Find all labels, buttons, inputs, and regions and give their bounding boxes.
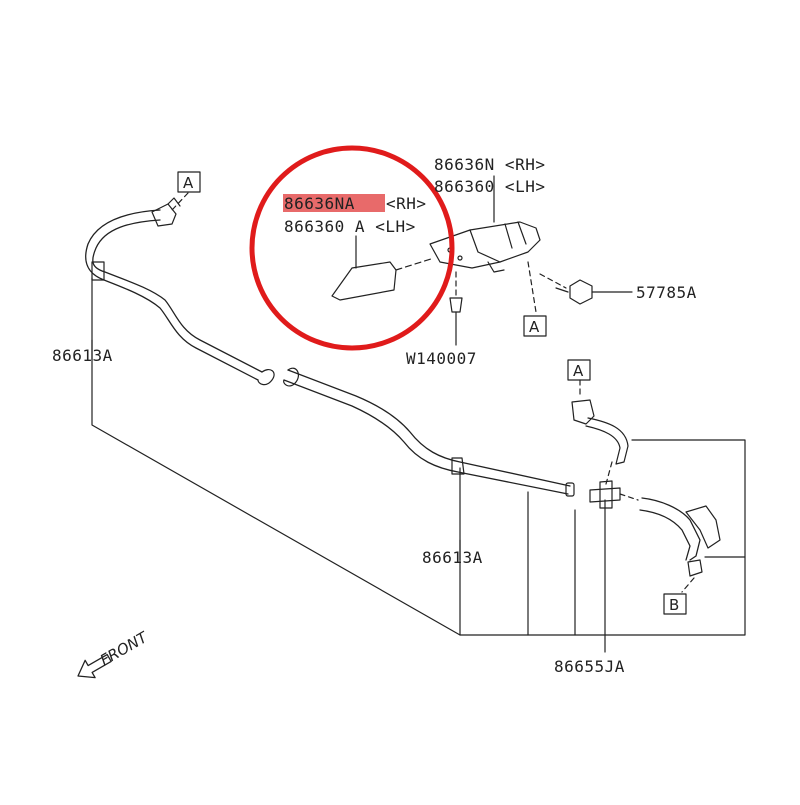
hose-joint-label: 86655JA	[554, 657, 625, 676]
nozzle-lh-label: 866360 <LH>	[434, 177, 545, 196]
connector-a-mid: A	[529, 318, 540, 336]
connector-b-right: B	[669, 596, 679, 614]
connector-a-top-left: A	[183, 174, 194, 192]
cap-rh-number: 86636NA	[284, 194, 355, 213]
bolt-label: 57785A	[636, 283, 697, 302]
connector-upper-left	[151, 171, 201, 227]
hose-tee-assembly	[567, 359, 721, 615]
assembly-outline	[91, 277, 746, 639]
cap-rh-side: <RH>	[386, 194, 427, 213]
highlight-circle	[249, 145, 455, 351]
nozzle-cap	[331, 235, 435, 301]
part-number-highlight	[283, 194, 385, 212]
hose-upper-label: 86613A	[52, 346, 113, 365]
front-arrow-icon	[77, 653, 112, 679]
connector-a-right: A	[573, 362, 584, 380]
washer-hose	[85, 209, 575, 497]
clip-label: W140007	[406, 349, 477, 368]
hose-lower-label: 86613A	[422, 548, 483, 567]
front-label: FRONT	[97, 627, 152, 669]
leader-lines	[91, 339, 606, 653]
nozzle-rh-label: 86636N <RH>	[434, 155, 545, 174]
bolt	[539, 273, 633, 305]
cap-lh-label: 866360 A <LH>	[284, 217, 416, 236]
